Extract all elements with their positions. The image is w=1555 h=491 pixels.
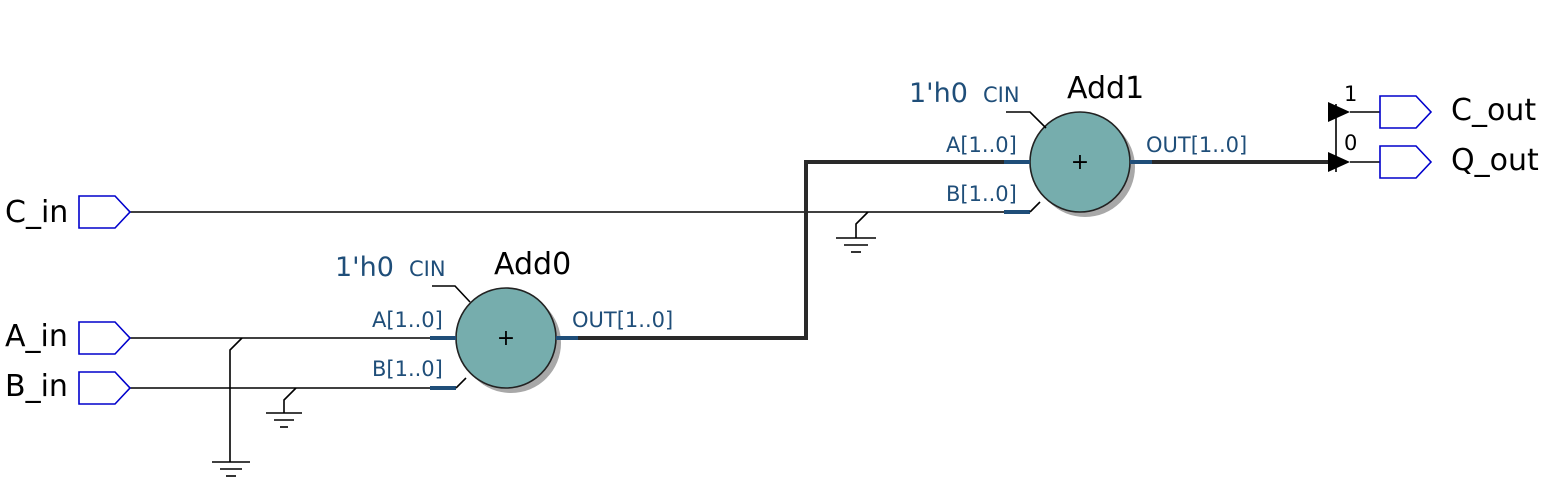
add1-cin-label: CIN: [983, 83, 1020, 107]
add0-port-a-label: A[1..0]: [372, 308, 443, 332]
add1-b-connector: [1029, 201, 1041, 213]
add1-cin-leader: [1006, 111, 1047, 129]
input-label-b-in: B_in: [5, 369, 68, 404]
add1-const: 1'h0: [909, 78, 968, 109]
adder-add0-plus: +: [497, 326, 515, 351]
add0-port-b-label: B[1..0]: [372, 357, 443, 381]
add0-cin-leader: [432, 285, 471, 303]
ground-b-upper-bit: [266, 387, 302, 428]
input-pin-a-in[interactable]: A_in: [5, 319, 132, 355]
splitter-arrow-bit1: [1328, 102, 1350, 122]
ground-a-upper-bit: [212, 337, 250, 477]
splitter-arrow-bit0: [1328, 152, 1350, 172]
splitter-bit1-label: 1: [1344, 82, 1357, 106]
add1-port-out-label: OUT[1..0]: [1146, 133, 1247, 157]
add0-const: 1'h0: [335, 252, 394, 283]
wires: [130, 160, 1336, 389]
adder-add1[interactable]: + Add1 1'h0 CIN A[1..0] B[1..0] OUT[1..0…: [909, 71, 1247, 217]
input-pin-c-in[interactable]: C_in: [5, 195, 132, 230]
adder-add1-plus: +: [1071, 150, 1089, 175]
output-pin-q-out[interactable]: Q_out: [1379, 143, 1539, 179]
add0-title: Add0: [494, 247, 571, 282]
add1-port-b-label: B[1..0]: [946, 182, 1017, 206]
input-label-c-in: C_in: [5, 195, 68, 230]
add1-title: Add1: [1067, 71, 1144, 106]
output-label-q-out: Q_out: [1451, 143, 1539, 178]
splitter-bit0-label: 0: [1344, 131, 1357, 155]
bus-add0-to-add1: [570, 160, 1030, 340]
add0-cin-label: CIN: [409, 257, 446, 281]
input-label-a-in: A_in: [5, 319, 68, 354]
add0-port-out-label: OUT[1..0]: [572, 308, 673, 332]
add0-b-connector: [455, 377, 467, 389]
adder-add0[interactable]: + Add0 1'h0 CIN A[1..0] B[1..0] OUT[1..0…: [335, 247, 673, 393]
input-pin-b-in[interactable]: B_in: [5, 369, 132, 405]
add1-port-a-label: A[1..0]: [946, 133, 1017, 157]
output-label-c-out: C_out: [1451, 93, 1536, 128]
ground-c-upper-bit: [836, 211, 876, 253]
bus-splitter: 1 0: [1328, 82, 1380, 172]
output-pin-c-out[interactable]: C_out: [1379, 93, 1536, 129]
